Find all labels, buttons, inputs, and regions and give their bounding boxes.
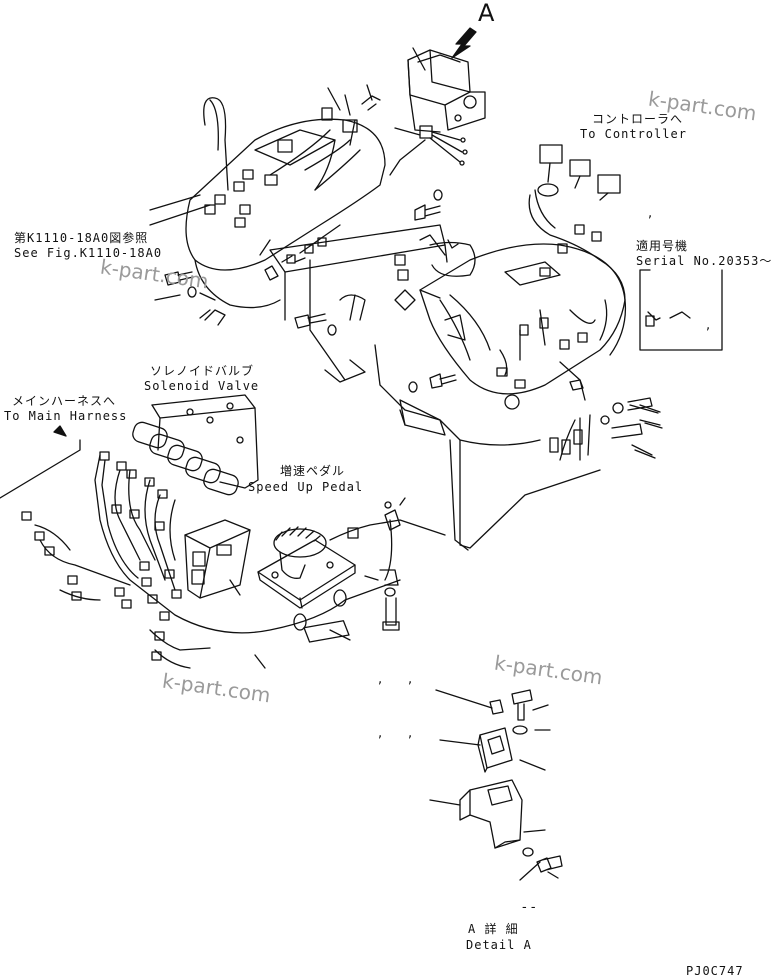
drawing-code: PJ0C747: [686, 964, 744, 978]
serial-label-jp: 適用号機: [636, 239, 689, 253]
to-controller-label-jp: コントローラへ: [592, 112, 684, 126]
detail-a-assembly: [429, 689, 563, 881]
controller-module: [184, 519, 251, 599]
main-harness-label-jp: メインハーネスへ: [12, 394, 117, 408]
view-label: A: [478, 0, 495, 27]
speed-pedal-label-en: Speed Up Pedal: [248, 480, 364, 494]
mounting-frame: [269, 224, 601, 551]
mark: ,: [706, 318, 711, 333]
solenoid-label-jp: ソレノイドバルブ: [150, 364, 255, 378]
speed-up-pedal: [257, 526, 356, 609]
solenoid-valve: [132, 394, 259, 496]
solenoid-label-en: Solenoid Valve: [144, 379, 260, 393]
detail-label-jp: A 詳 細: [468, 922, 519, 936]
see-fig-label-jp: 第K1110-18A0図参照: [14, 231, 149, 245]
mark: ,: [408, 672, 413, 687]
to-controller-label-en: To Controller: [580, 127, 687, 141]
relay-block: [389, 49, 486, 176]
see-fig-label-en: See Fig.K1110-18A0: [14, 246, 163, 260]
controller-harness: [528, 144, 627, 356]
view-arrow-icon: [451, 27, 477, 59]
speed-pedal-label-jp: 増速ペダル: [280, 464, 346, 478]
mark: ,: [648, 206, 653, 221]
mark: - -: [522, 900, 536, 915]
pedal-harness: [293, 501, 446, 643]
main-harness-pointer: [0, 425, 81, 499]
mark: ,: [378, 672, 383, 687]
main-harness-label-en: To Main Harness: [4, 409, 128, 423]
serial-box-parts: [639, 269, 723, 351]
mark: ,: [378, 726, 383, 741]
right-control-box: [419, 234, 626, 410]
detail-label-en: Detail A: [466, 938, 532, 952]
left-control-box: [185, 95, 386, 309]
mark: ,: [408, 726, 413, 741]
right-fasteners: [549, 379, 661, 461]
main-harness: [21, 451, 401, 669]
serial-label-en: Serial No.20353～: [636, 254, 773, 268]
leader-lines: [149, 47, 663, 669]
center-bolts: [164, 189, 466, 393]
